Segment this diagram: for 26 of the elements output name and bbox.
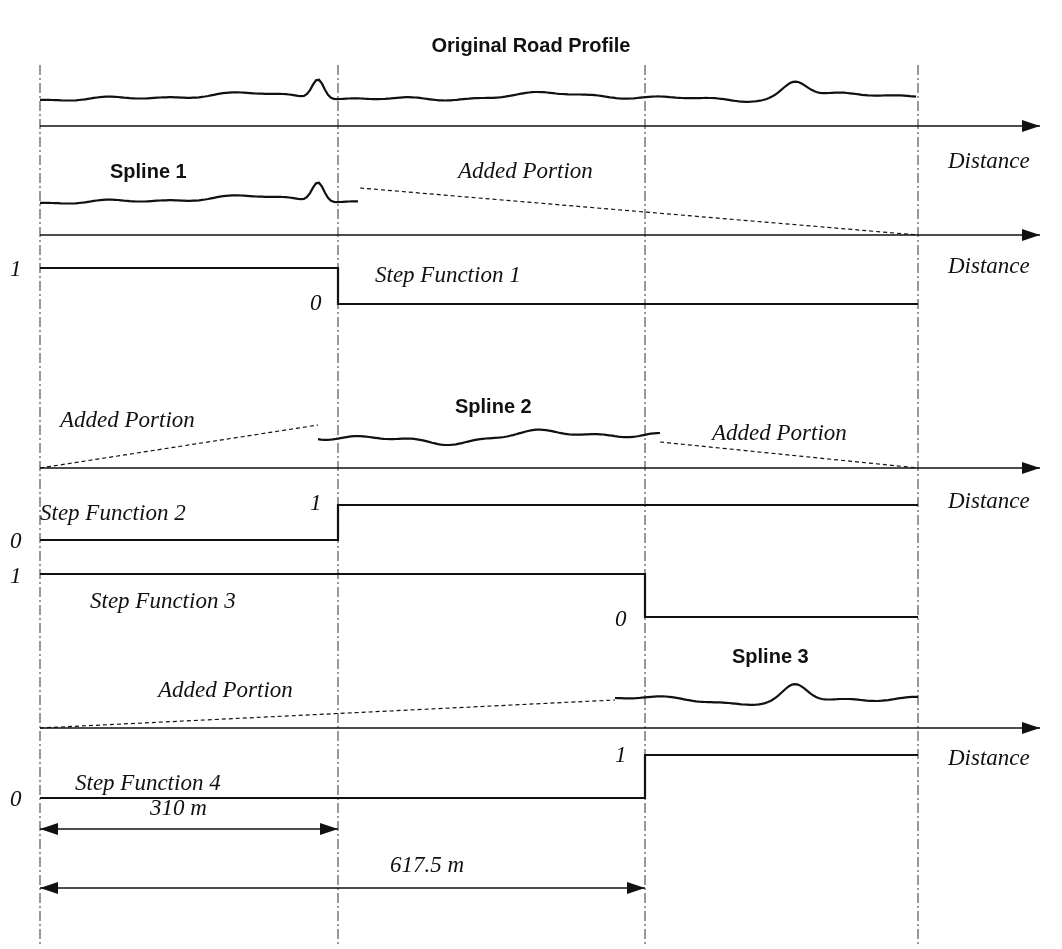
value-label: 1 xyxy=(310,490,322,516)
curve-label: Added Portion xyxy=(158,677,293,703)
value-label: 1 xyxy=(10,563,22,589)
dimension-label: 310 m xyxy=(150,795,207,821)
curve-label: Step Function 2 xyxy=(40,500,186,526)
curve-label: Added Portion xyxy=(712,420,847,446)
axis-label: Distance xyxy=(948,745,1030,771)
axis-label: Distance xyxy=(948,488,1030,514)
value-label: 1 xyxy=(615,742,627,768)
axis-label: Distance xyxy=(948,253,1030,279)
curve-label: Step Function 1 xyxy=(375,262,521,288)
axis-label: Distance xyxy=(948,148,1030,174)
value-label: 0 xyxy=(615,606,627,632)
curve-label: Spline 1 xyxy=(110,160,187,182)
curve-label: Step Function 4 xyxy=(75,770,221,796)
value-label: 1 xyxy=(10,256,22,282)
curve-label: Added Portion xyxy=(60,407,195,433)
curve-label: Step Function 3 xyxy=(90,588,236,614)
curve-label: Added Portion xyxy=(458,158,593,184)
curve-label: Spline 3 xyxy=(732,645,809,667)
curve-label: Spline 2 xyxy=(455,395,532,417)
dimension-label: 617.5 m xyxy=(390,852,465,878)
value-label: 0 xyxy=(10,528,22,554)
value-label: 0 xyxy=(10,786,22,812)
title: Original Road Profile xyxy=(430,34,632,57)
value-label: 0 xyxy=(310,290,322,316)
